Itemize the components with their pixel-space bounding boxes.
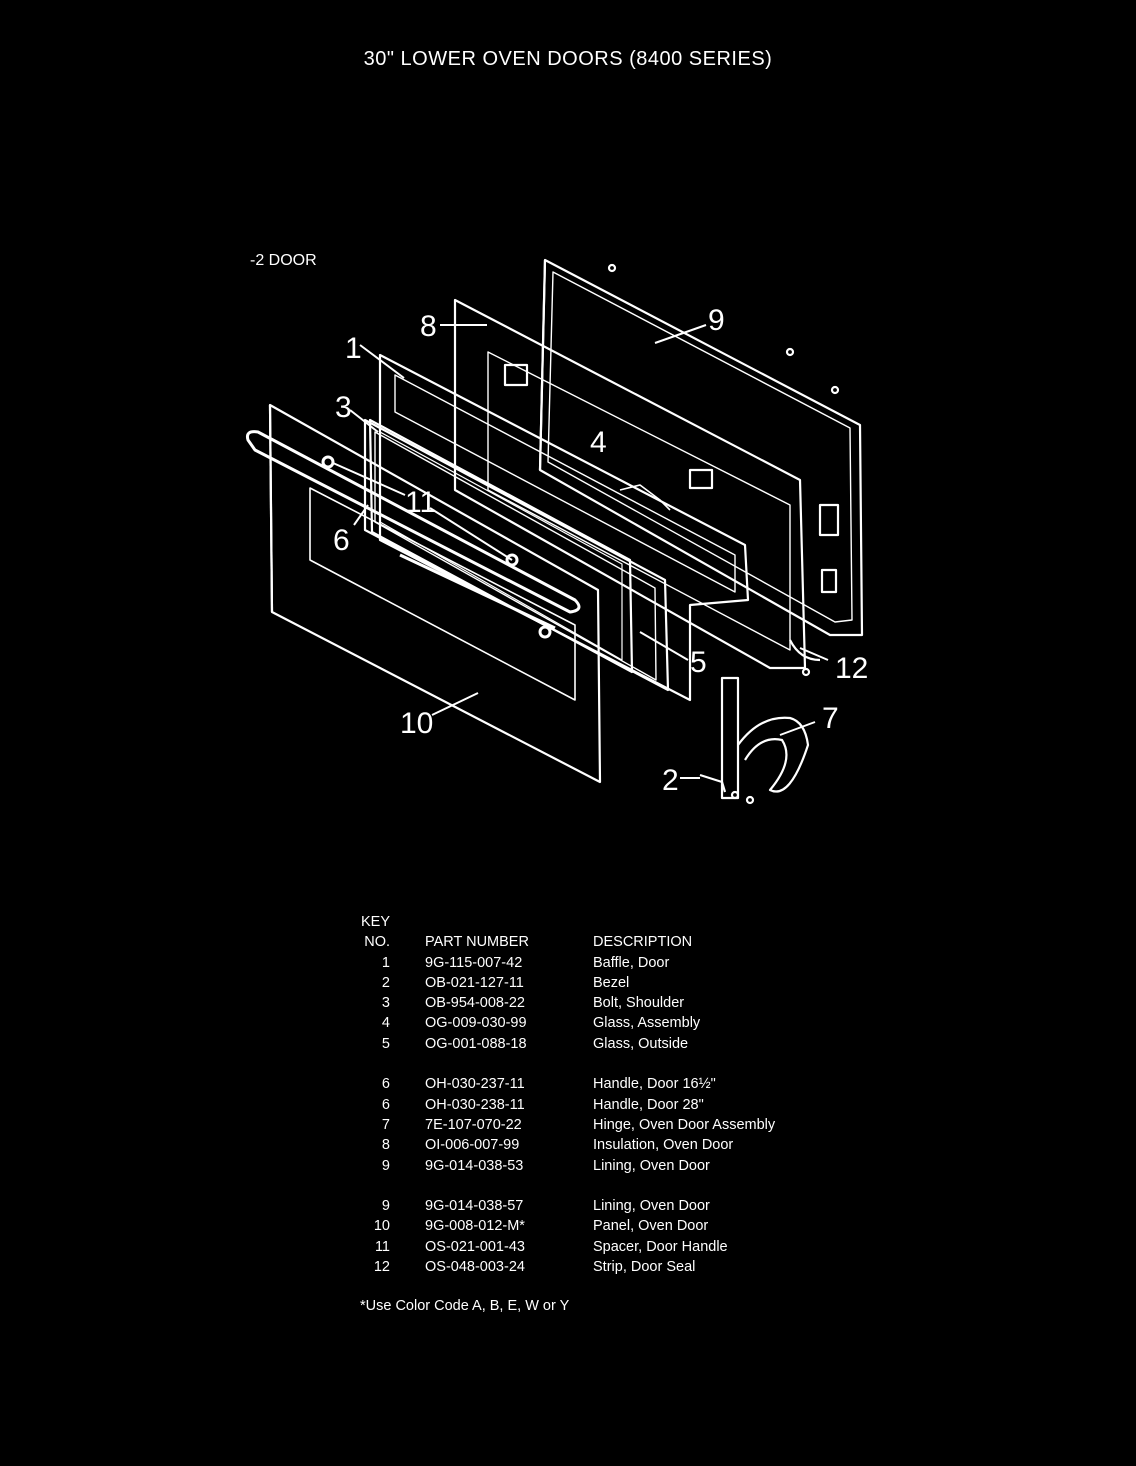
header-no: NO.	[364, 934, 390, 951]
part-number: 7E-107-070-22	[425, 1116, 522, 1133]
parts-table: KEY NO. PART NUMBER DESCRIPTION 1 9G-115-…	[360, 912, 853, 1277]
header-part-number: PART NUMBER	[425, 934, 529, 951]
table-row: 6 OH-030-238-11 Handle, Door 28"	[360, 1095, 853, 1115]
header-description: DESCRIPTION	[593, 934, 693, 951]
description: Strip, Door Seal	[593, 1259, 696, 1276]
door-handle-part	[246, 430, 581, 639]
group-spacer	[360, 1054, 853, 1074]
key-no: 8	[381, 1137, 390, 1154]
description: Glass, Assembly	[593, 1015, 701, 1032]
table-row: 11 OS-021-001-43 Spacer, Door Handle	[360, 1237, 853, 1257]
key-no: 12	[373, 1259, 390, 1276]
description: Bolt, Shoulder	[593, 995, 685, 1012]
door-seal-strip-part	[789, 639, 821, 677]
callout-10: 10	[400, 707, 433, 740]
callout-2: 2	[662, 764, 679, 797]
table-row: 12 OS-048-003-24 Strip, Door Seal	[360, 1257, 853, 1277]
table-row: 1 9G-115-007-42 Baffle, Door	[360, 953, 853, 973]
key-no: 1	[381, 954, 390, 971]
key-no: 10	[373, 1218, 390, 1235]
part-number: 9G-014-038-57	[425, 1198, 524, 1215]
part-number: 9G-008-012-M*	[425, 1218, 525, 1235]
table-row: 5 OG-001-088-18 Glass, Outside	[360, 1034, 853, 1054]
part-number: 9G-115-007-42	[425, 954, 523, 971]
table-header-row-2: NO. PART NUMBER DESCRIPTION	[360, 932, 853, 952]
key-no: 7	[381, 1116, 390, 1133]
part-number: OH-030-238-11	[425, 1096, 525, 1113]
callout-11: 11	[405, 486, 436, 519]
table-row: 8 OI-006-007-99 Insulation, Oven Door	[360, 1135, 853, 1155]
key-no: 6	[381, 1076, 390, 1093]
callout-12: 12	[835, 652, 868, 685]
description: Spacer, Door Handle	[593, 1238, 728, 1255]
key-no: 4	[381, 1015, 390, 1032]
color-code-footnote: *Use Color Code A, B, E, W or Y	[360, 1298, 570, 1314]
bezel-frame-part	[368, 418, 634, 674]
part-number: OI-006-007-99	[425, 1137, 520, 1154]
callout-6: 6	[333, 524, 350, 557]
hinge-assembly-part	[699, 676, 810, 805]
part-number: OS-021-001-43	[425, 1238, 525, 1255]
description: Hinge, Oven Door Assembly	[593, 1116, 776, 1133]
insulation-part	[453, 298, 807, 670]
part-number: OB-954-008-22	[425, 995, 525, 1012]
part-number: OH-030-237-11	[425, 1076, 525, 1093]
outside-glass-part	[363, 418, 670, 692]
callout-1: 1	[345, 332, 362, 365]
key-no: 5	[381, 1035, 390, 1052]
table-row: 10 9G-008-012-M* Panel, Oven Door	[360, 1216, 853, 1236]
description: Baffle, Door	[593, 954, 670, 971]
part-number: OG-001-088-18	[425, 1035, 527, 1052]
description: Insulation, Oven Door	[593, 1137, 734, 1154]
callout-7: 7	[822, 702, 839, 735]
callout-5: 5	[690, 646, 707, 679]
callout-9: 9	[708, 304, 725, 337]
key-no: 3	[381, 995, 390, 1012]
part-number: 9G-014-038-53	[425, 1157, 524, 1174]
description: Lining, Oven Door	[593, 1198, 710, 1215]
table-row: 9 9G-014-038-53 Lining, Oven Door	[360, 1156, 853, 1176]
part-number: OS-048-003-24	[425, 1259, 525, 1276]
callout-3: 3	[335, 391, 352, 424]
description: Handle, Door 16½"	[593, 1076, 716, 1093]
key-no: 11	[374, 1238, 390, 1255]
part-number: OG-009-030-99	[425, 1015, 527, 1032]
lining-part	[538, 258, 864, 637]
group-spacer	[360, 1176, 853, 1196]
callout-8: 8	[420, 310, 437, 343]
table-row: 9 9G-014-038-57 Lining, Oven Door	[360, 1196, 853, 1216]
table-row: 3 OB-954-008-22 Bolt, Shoulder	[360, 993, 853, 1013]
table-row: 6 OH-030-237-11 Handle, Door 16½"	[360, 1074, 853, 1094]
key-no: 6	[381, 1096, 390, 1113]
table-row: 2 OB-021-127-11 Bezel	[360, 973, 853, 993]
key-no: 2	[381, 974, 390, 991]
callout-leaders	[332, 324, 829, 779]
description: Lining, Oven Door	[593, 1157, 710, 1174]
description: Bezel	[593, 974, 630, 991]
description: Panel, Oven Door	[593, 1218, 709, 1235]
table-row: 7 7E-107-070-22 Hinge, Oven Door Assembly	[360, 1115, 853, 1135]
glass-assembly-part	[378, 353, 750, 702]
description: Glass, Outside	[593, 1035, 689, 1052]
table-row: 4 OG-009-030-99 Glass, Assembly	[360, 1013, 853, 1033]
key-no: 9	[381, 1157, 390, 1174]
part-number: OB-021-127-11	[425, 974, 524, 991]
description: Handle, Door 28"	[593, 1096, 704, 1113]
table-header-row-1: KEY	[360, 912, 853, 932]
header-key: KEY	[360, 914, 390, 930]
key-no: 9	[381, 1198, 390, 1215]
page-title: 30" LOWER OVEN DOORS (8400 SERIES)	[363, 48, 773, 70]
callout-4: 4	[590, 426, 607, 459]
door-variant-label: -2 DOOR	[250, 252, 317, 269]
